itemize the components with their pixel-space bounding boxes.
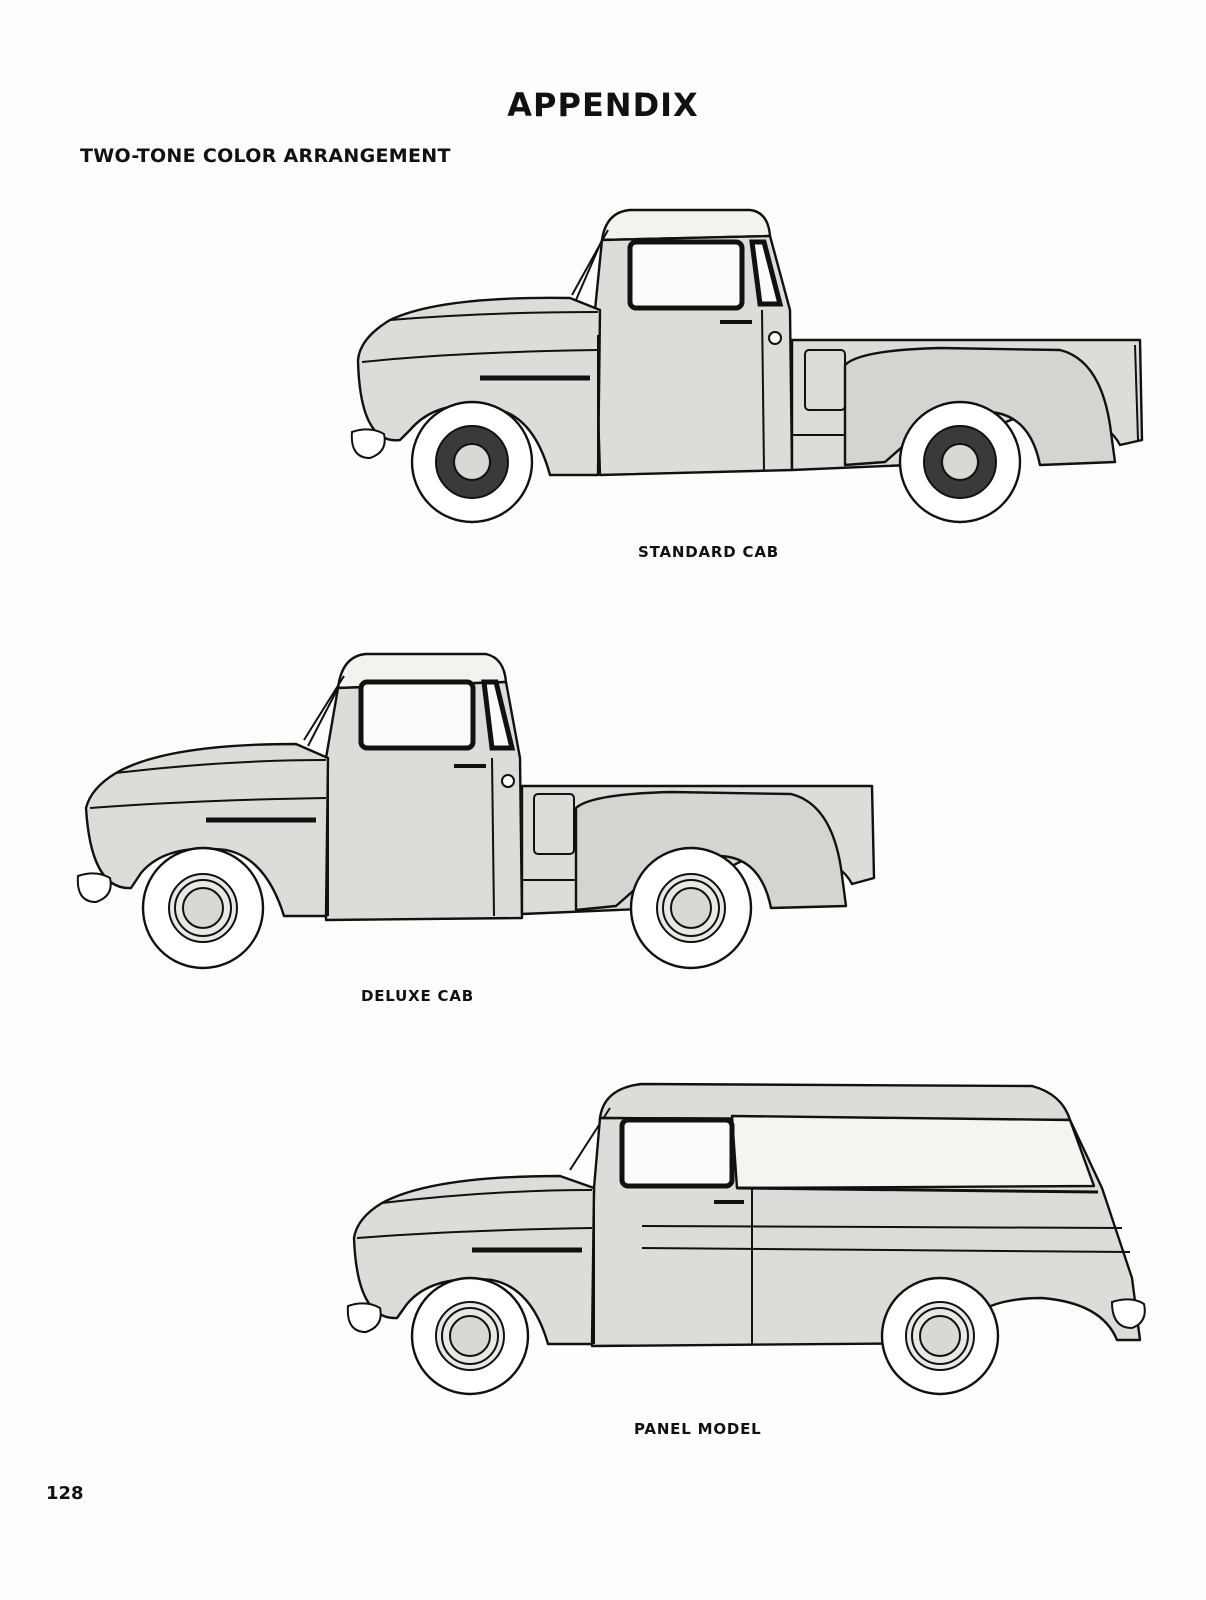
- figure-caption-panel-model: PANEL MODEL: [634, 1420, 762, 1438]
- pickup-truck-standard-cab-illustration: [350, 208, 1144, 524]
- pickup-truck-deluxe-cab-illustration: [76, 652, 876, 970]
- page-number: 128: [46, 1483, 84, 1504]
- page-title: APPENDIX: [507, 86, 699, 124]
- figure-caption-deluxe-cab: DELUXE CAB: [361, 987, 474, 1005]
- section-heading: TWO-TONE COLOR ARRANGEMENT: [80, 145, 451, 167]
- figure-caption-standard-cab: STANDARD CAB: [638, 543, 779, 561]
- panel-truck-illustration: [346, 1082, 1146, 1396]
